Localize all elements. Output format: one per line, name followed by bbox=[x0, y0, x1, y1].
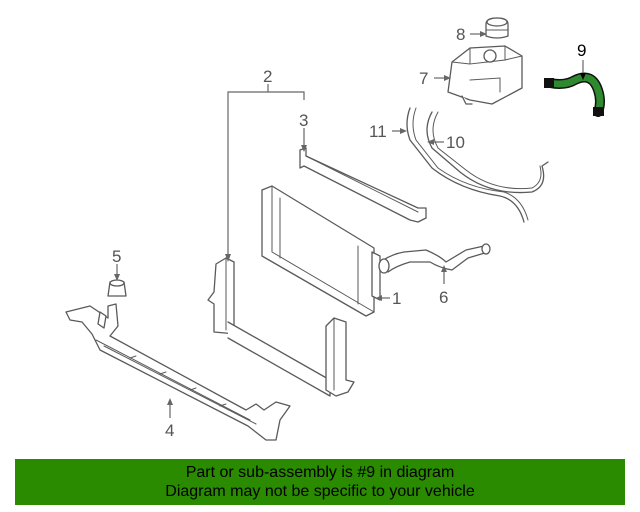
radiator-part[interactable] bbox=[261, 185, 381, 317]
banner-part-line: Part or sub-assembly is #9 in diagram bbox=[185, 464, 455, 481]
callout-labels: 1 2 3 4 5 6 7 8 9 10 11 bbox=[112, 25, 586, 440]
callout-3[interactable]: 3 bbox=[299, 111, 308, 130]
radiator-lower-hose-part[interactable] bbox=[378, 243, 491, 274]
coolant-reservoir-part[interactable] bbox=[447, 45, 523, 105]
callout-9[interactable]: 9 bbox=[577, 41, 586, 60]
radiator-upper-bracket-part[interactable] bbox=[299, 147, 427, 223]
cooling-system-diagram: 1 2 3 4 5 6 7 8 9 10 11 bbox=[65, 17, 605, 441]
callout-11[interactable]: 11 bbox=[369, 122, 387, 141]
bypass-hose-part-10[interactable] bbox=[426, 111, 549, 194]
grommet-part[interactable] bbox=[107, 279, 127, 297]
leader-lines bbox=[114, 31, 586, 418]
callout-6[interactable]: 6 bbox=[439, 288, 448, 307]
callout-10[interactable]: 10 bbox=[446, 133, 465, 152]
coolant-hose-part-9[interactable] bbox=[544, 72, 605, 117]
callout-4[interactable]: 4 bbox=[165, 421, 174, 440]
air-deflector-part[interactable] bbox=[65, 303, 291, 441]
radiator-frame-part[interactable] bbox=[207, 257, 355, 397]
callout-8[interactable]: 8 bbox=[456, 25, 465, 44]
callout-2[interactable]: 2 bbox=[263, 67, 272, 86]
reservoir-cap-part[interactable] bbox=[485, 17, 509, 39]
part-info-banner: Part or sub-assembly is #9 in diagram Di… bbox=[15, 459, 625, 505]
banner-disclaimer-line: Diagram may not be specific to your vehi… bbox=[165, 483, 475, 500]
callout-1[interactable]: 1 bbox=[392, 289, 401, 308]
callout-5[interactable]: 5 bbox=[112, 247, 121, 266]
callout-7[interactable]: 7 bbox=[419, 69, 428, 88]
